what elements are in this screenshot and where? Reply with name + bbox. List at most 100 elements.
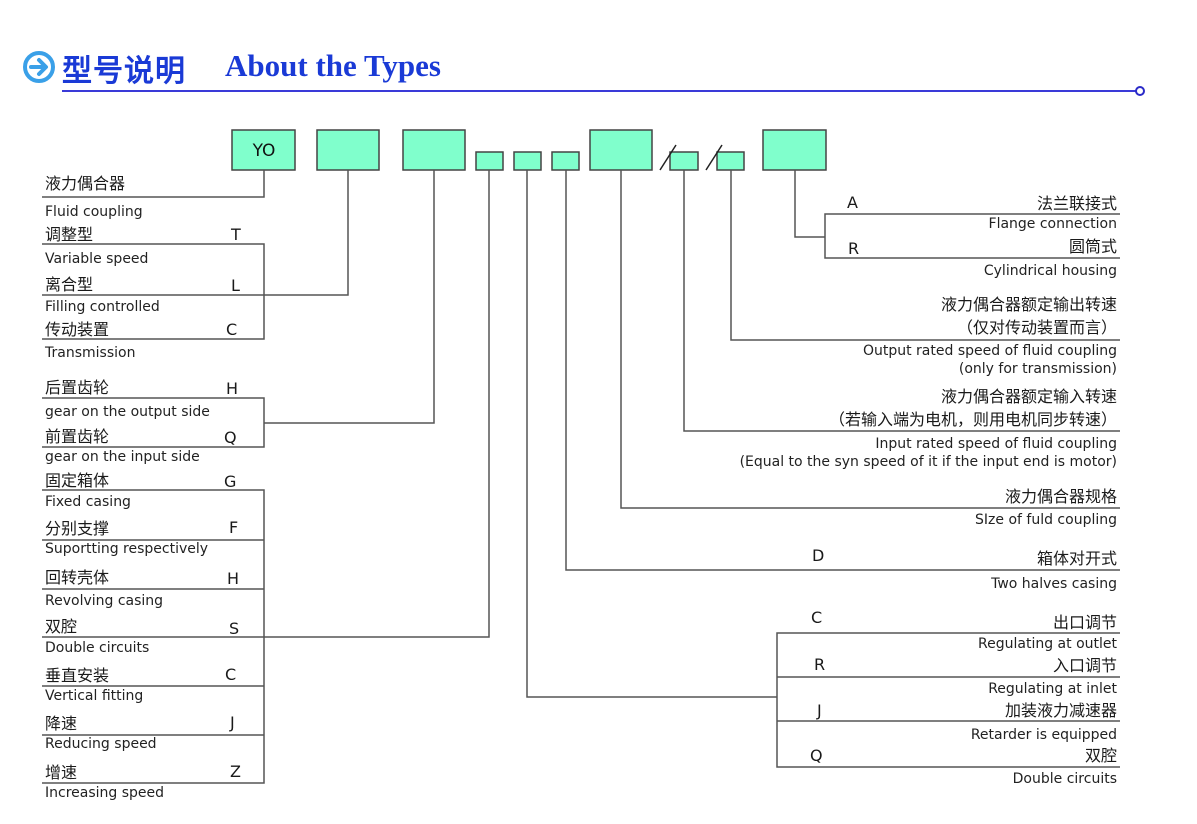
label-code: R bbox=[814, 655, 825, 674]
label-en: Flange connection bbox=[989, 216, 1117, 232]
label-en: gear on the input side bbox=[45, 449, 200, 465]
label-en: SIze of fuld coupling bbox=[975, 512, 1117, 528]
label-en: Regulating at inlet bbox=[988, 681, 1117, 697]
left-group-mounting: 固定箱体 G Fixed casing 分别支撑 F Suportting re… bbox=[45, 471, 241, 801]
code-box-gear bbox=[402, 129, 466, 171]
label-code: A bbox=[847, 193, 858, 212]
connector-gear bbox=[264, 170, 435, 424]
label-en: Fluid coupling bbox=[45, 204, 143, 220]
connector-prefix bbox=[42, 170, 265, 198]
label-code: R bbox=[848, 239, 859, 258]
label-code: H bbox=[227, 569, 239, 588]
code-box-casing bbox=[551, 151, 580, 171]
label-en: Filling controlled bbox=[45, 299, 160, 315]
connector-regulation bbox=[526, 170, 777, 698]
label-en: Double circuits bbox=[1013, 771, 1117, 787]
label-code: Q bbox=[224, 428, 237, 447]
code-box-prefix bbox=[231, 129, 296, 171]
connector-type-bracket bbox=[42, 243, 265, 340]
label-cn: 传动装置 bbox=[45, 320, 109, 339]
label-code: S bbox=[229, 619, 239, 638]
connector-housing-bracket bbox=[824, 213, 1120, 259]
label-cn: 后置齿轮 bbox=[45, 378, 109, 397]
label-en: Reducing speed bbox=[45, 736, 157, 752]
label-en: Fixed casing bbox=[45, 494, 131, 510]
label-code: D bbox=[812, 546, 824, 565]
label-en: Output rated speed of fluid coupling bbox=[863, 343, 1117, 359]
code-box-mounting bbox=[475, 151, 504, 171]
label-code: Z bbox=[230, 762, 241, 781]
label-cn: 入口调节 bbox=[1053, 656, 1117, 675]
label-cn: 圆筒式 bbox=[1069, 237, 1117, 256]
right-group-casing: D 箱体对开式 Two halves casing bbox=[812, 546, 1117, 592]
label-cn: 箱体对开式 bbox=[1037, 549, 1117, 568]
label-cn: 液力偶合器额定输入转速 bbox=[941, 387, 1117, 406]
code-box-input-speed bbox=[669, 151, 699, 171]
connector-housing bbox=[794, 170, 825, 238]
right-group-input-speed: 液力偶合器额定输入转速 （若输入端为电机，则用电机同步转速） Input rat… bbox=[740, 387, 1117, 470]
connector-size bbox=[620, 170, 1120, 509]
label-code: C bbox=[225, 665, 236, 684]
connector-type bbox=[264, 170, 349, 296]
label-cn: 增速 bbox=[45, 763, 77, 782]
code-box-housing bbox=[762, 129, 827, 171]
right-group-output-speed: 液力偶合器额定输出转速 （仅对传动装置而言） Output rated spee… bbox=[863, 295, 1117, 377]
separator-slash bbox=[705, 144, 723, 171]
left-group-prefix: 液力偶合器 Fluid coupling bbox=[45, 174, 143, 220]
label-cn: 双腔 bbox=[45, 617, 77, 636]
label-en: Double circuits bbox=[45, 640, 149, 656]
separator-slash bbox=[659, 144, 677, 171]
label-code: F bbox=[229, 518, 238, 537]
left-group-type: 调整型 T Variable speed 离合型 L Filling contr… bbox=[44, 225, 241, 361]
connector-regulation-bracket bbox=[776, 632, 1120, 768]
right-group-size: 液力偶合器规格 SIze of fuld coupling bbox=[975, 487, 1117, 528]
label-en: Retarder is equipped bbox=[971, 727, 1117, 743]
code-box-size bbox=[589, 129, 653, 171]
arrow-right-circle-icon bbox=[23, 51, 55, 83]
underline-end-dot bbox=[1135, 86, 1145, 96]
label-cn: 液力偶合器额定输出转速 bbox=[941, 295, 1117, 314]
label-cn: 分别支撑 bbox=[45, 519, 109, 538]
connector-mounting bbox=[264, 170, 490, 638]
label-code: C bbox=[811, 608, 822, 627]
label-cn: 回转壳体 bbox=[45, 568, 109, 587]
label-cn: 液力偶合器规格 bbox=[1005, 487, 1117, 506]
label-en: gear on the output side bbox=[45, 404, 210, 420]
label-en: Vertical fitting bbox=[45, 688, 143, 704]
label-en: (only for transmission) bbox=[959, 361, 1117, 377]
label-code: H bbox=[226, 379, 238, 398]
label-cn: 固定箱体 bbox=[45, 471, 109, 490]
label-en: Cylindrical housing bbox=[984, 263, 1117, 279]
code-box-type bbox=[316, 129, 380, 171]
label-cn: 加装液力减速器 bbox=[1005, 701, 1117, 720]
code-box-regulation bbox=[513, 151, 542, 171]
code-box-output-speed bbox=[716, 151, 745, 171]
label-cn: 调整型 bbox=[45, 225, 93, 244]
label-cn: 垂直安装 bbox=[45, 666, 109, 685]
section-header: 型号说明 About the Types bbox=[20, 44, 1180, 92]
label-cn: 法兰联接式 bbox=[1037, 194, 1117, 213]
connector-output-speed bbox=[730, 170, 1120, 341]
label-en: Variable speed bbox=[45, 251, 148, 267]
right-group-housing: A 法兰联接式 Flange connection R 圆筒式 Cylindri… bbox=[847, 193, 1117, 279]
label-en: Increasing speed bbox=[45, 785, 164, 801]
right-group-regulation: C 出口调节 Regulating at outlet R 入口调节 Regul… bbox=[810, 608, 1118, 787]
label-cn: 出口调节 bbox=[1053, 613, 1117, 632]
label-code: T bbox=[230, 225, 241, 244]
label-code: J bbox=[816, 701, 822, 720]
label-code: J bbox=[229, 713, 235, 732]
connector-input-speed bbox=[683, 170, 1120, 432]
label-cn: （仅对传动装置而言） bbox=[957, 318, 1117, 337]
label-en: Transmission bbox=[44, 345, 135, 361]
label-cn: 降速 bbox=[45, 714, 77, 733]
connector-casing bbox=[565, 170, 1120, 571]
label-en: (Equal to the syn speed of it if the inp… bbox=[740, 454, 1117, 470]
label-code: C bbox=[226, 320, 237, 339]
code-box-prefix-label: YO bbox=[252, 141, 276, 161]
label-cn: 前置齿轮 bbox=[45, 427, 109, 446]
title-english: About the Types bbox=[225, 48, 441, 83]
label-code: L bbox=[231, 276, 240, 295]
label-en: Two halves casing bbox=[990, 576, 1117, 592]
label-code: Q bbox=[810, 746, 823, 765]
